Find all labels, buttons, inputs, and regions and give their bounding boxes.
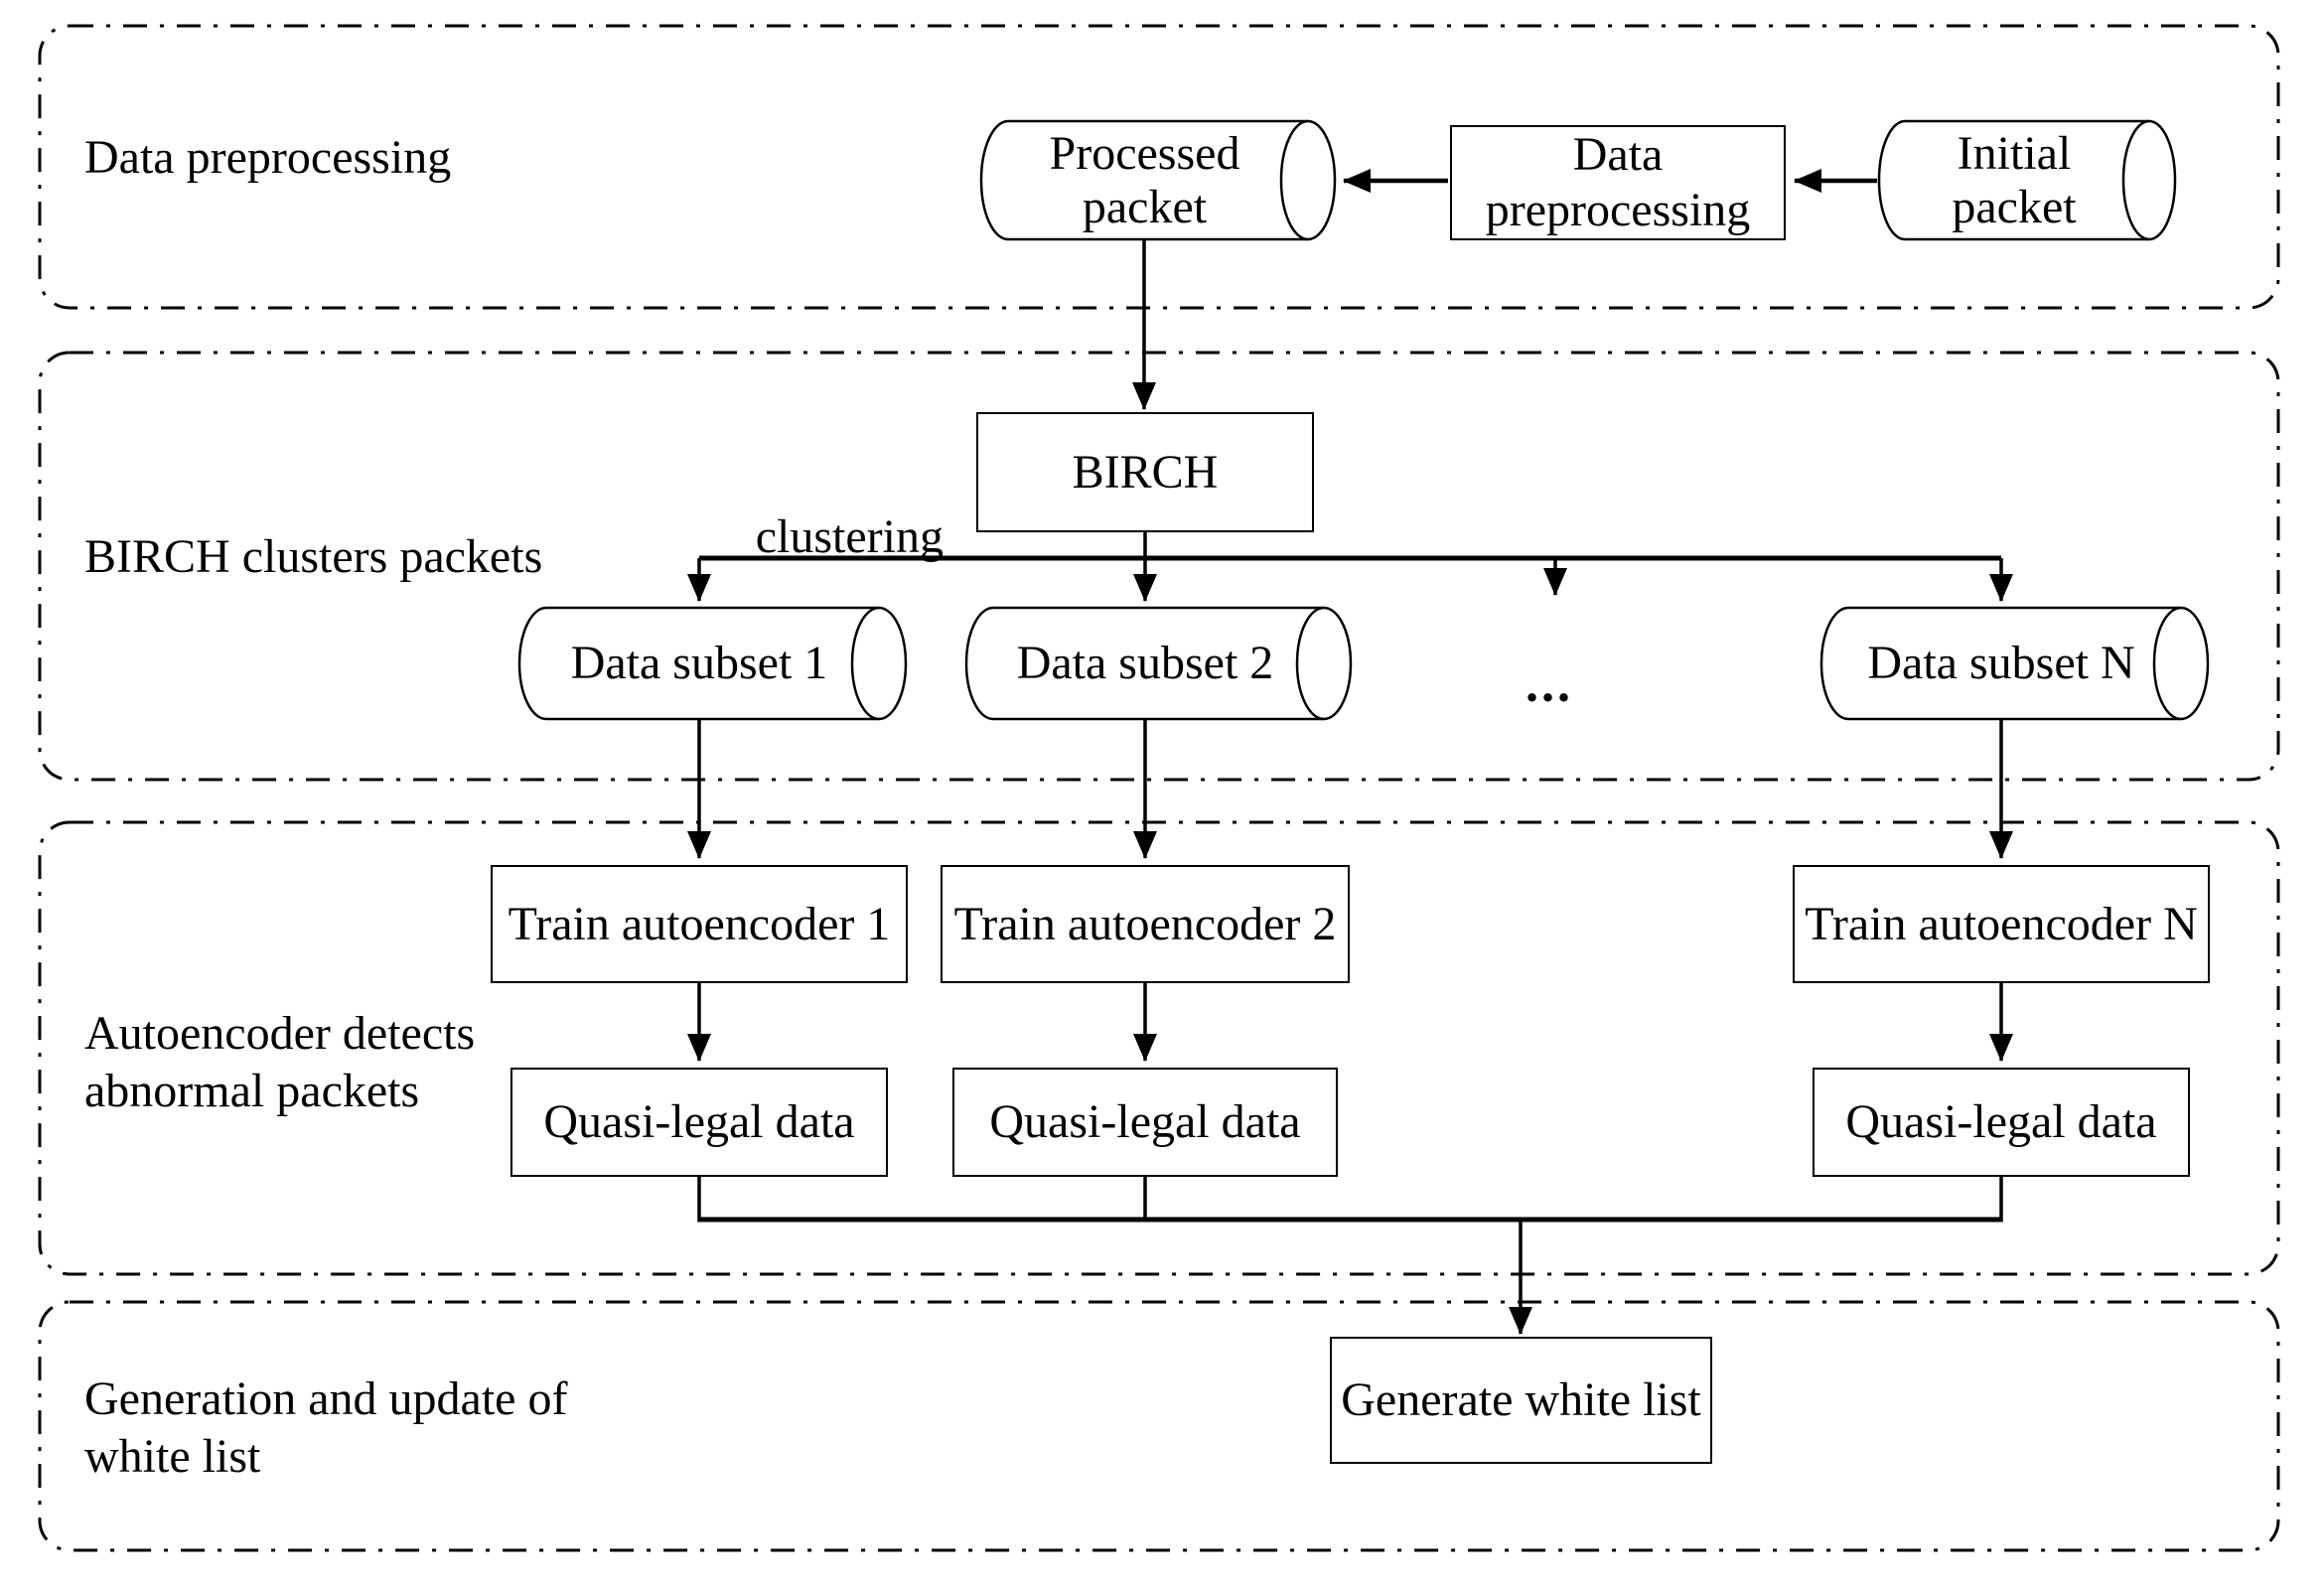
data-subset-1-label: Data subset 1 [570,637,828,689]
data-subset-ellipsis: ... [1525,656,1573,713]
birch-node: BIRCH [976,412,1314,532]
quasi-legal-data-1-node: Quasi-legal data [510,1068,888,1177]
section-label-autoencoder-line1: Autoencoder detects [84,1007,476,1060]
train-autoencoder-2-label: Train autoencoder 2 [953,897,1337,950]
section-label-data-preprocessing: Data preprocessing [84,131,452,184]
section-label-birch-clusters: BIRCH clusters packets [84,530,543,583]
clustering-annotation: clustering [755,510,944,563]
data-subset-2-cylinder [964,606,1353,721]
section-border-birch-clusters [38,351,2280,782]
birch-label: BIRCH [1072,445,1219,499]
quasi-legal-data-2-node: Quasi-legal data [952,1068,1338,1177]
quasi-legal-data-1-label: Quasi-legal data [543,1095,855,1148]
data-subset-n-label: Data subset N [1867,637,2135,689]
data-subset-n-cylinder [1819,606,2210,721]
quasi-legal-data-2-label: Quasi-legal data [989,1095,1301,1148]
section-label-autoencoder-line2: abnormal packets [84,1065,420,1117]
data-subset-2-label: Data subset 2 [1016,637,1274,689]
section-label-autoencoder: Autoencoder detects abnormal packets [84,1005,475,1120]
data-preprocessing-line2: preprocessing [1485,184,1751,236]
quasi-legal-data-n-label: Quasi-legal data [1845,1095,2157,1148]
generate-white-list-label: Generate white list [1341,1373,1701,1426]
initial-packet-line1: Initial [1957,126,2072,180]
train-autoencoder-1-node: Train autoencoder 1 [491,865,908,983]
initial-packet-label: Initial packet [1879,121,2149,239]
train-autoencoder-n-node: Train autoencoder N [1793,865,2210,983]
train-autoencoder-2-node: Train autoencoder 2 [941,865,1350,983]
data-preprocessing-node: Data preprocessing [1450,125,1786,240]
processed-packet-line2: packet [1082,180,1208,233]
quasi-legal-data-n-node: Quasi-legal data [1813,1068,2190,1177]
data-preprocessing-line1: Data [1572,128,1664,181]
generate-white-list-node: Generate white list [1330,1337,1712,1464]
section-border-whitelist [38,1300,2280,1552]
section-border-autoencoder [38,820,2280,1276]
initial-packet-cylinder [1877,119,2177,241]
section-label-whitelist: Generation and update of white list [84,1370,567,1486]
processed-packet-label: Processed packet [981,121,1308,239]
processed-packet-cylinder [979,119,1337,241]
processed-packet-line1: Processed [1049,126,1240,180]
data-subset-1-cylinder [517,606,908,721]
train-autoencoder-1-label: Train autoencoder 1 [508,897,891,950]
initial-packet-line2: packet [1952,180,2077,233]
section-border-data-preprocessing [38,24,2280,310]
section-label-whitelist-line2: white list [84,1430,261,1483]
train-autoencoder-n-label: Train autoencoder N [1805,897,2198,950]
section-label-whitelist-line1: Generation and update of [84,1372,568,1425]
